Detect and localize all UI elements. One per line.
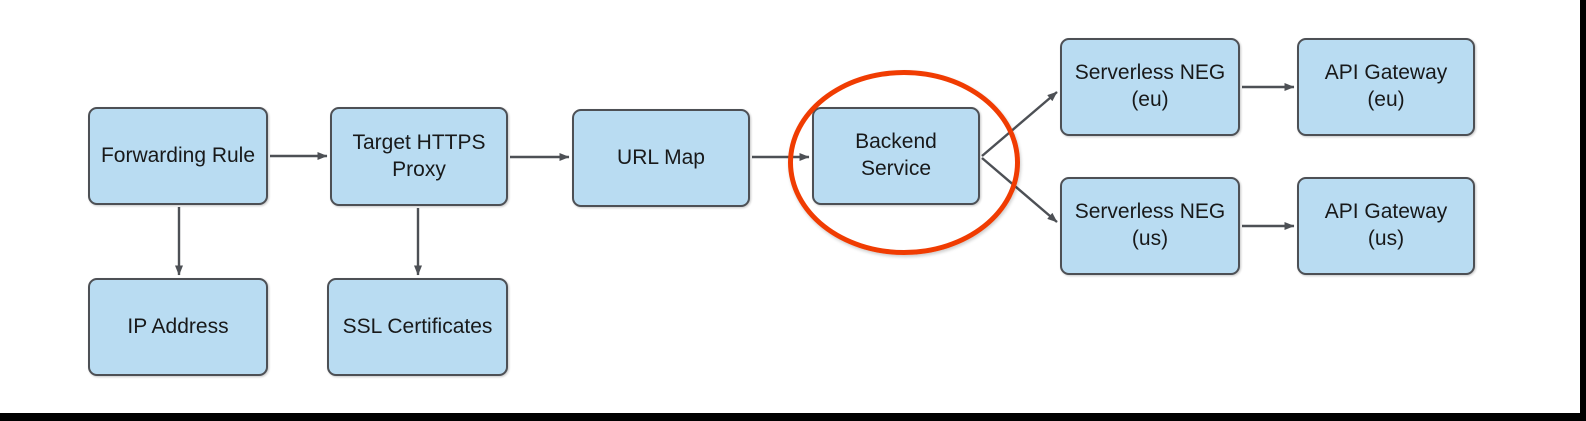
node-label: IP Address bbox=[127, 314, 229, 338]
node-ip-address[interactable]: IP Address bbox=[88, 278, 268, 376]
node-serverless-neg-eu[interactable]: Serverless NEG (eu) bbox=[1060, 38, 1240, 136]
edge-backend-service-to-serverless-neg-eu bbox=[981, 91, 1058, 157]
edge-backend-service-to-serverless-neg-us bbox=[981, 157, 1058, 223]
node-target-https-proxy[interactable]: Target HTTPS Proxy bbox=[330, 107, 508, 206]
node-label: Serverless NEG (us) bbox=[1074, 200, 1226, 250]
node-label: Target HTTPS Proxy bbox=[352, 130, 486, 181]
node-serverless-neg-us[interactable]: Serverless NEG (us) bbox=[1060, 177, 1240, 275]
node-label: SSL Certificates bbox=[342, 314, 493, 338]
node-label: API Gateway (us) bbox=[1324, 200, 1448, 250]
node-label: Forwarding Rule bbox=[100, 143, 256, 167]
node-label: API Gateway (eu) bbox=[1324, 61, 1448, 111]
node-label: URL Map bbox=[617, 145, 705, 169]
node-forwarding-rule[interactable]: Forwarding Rule bbox=[88, 107, 268, 205]
node-ssl-certificates[interactable]: SSL Certificates bbox=[327, 278, 508, 376]
node-backend-service[interactable]: Backend Service bbox=[812, 107, 980, 205]
node-label: Backend Service bbox=[855, 130, 937, 180]
bottom-frame-bar bbox=[0, 413, 1586, 421]
node-api-gateway-us[interactable]: API Gateway (us) bbox=[1297, 177, 1475, 275]
node-label: Serverless NEG (eu) bbox=[1074, 61, 1226, 111]
right-frame-bar bbox=[1580, 0, 1586, 421]
node-url-map[interactable]: URL Map bbox=[572, 109, 750, 207]
node-api-gateway-eu[interactable]: API Gateway (eu) bbox=[1297, 38, 1475, 136]
